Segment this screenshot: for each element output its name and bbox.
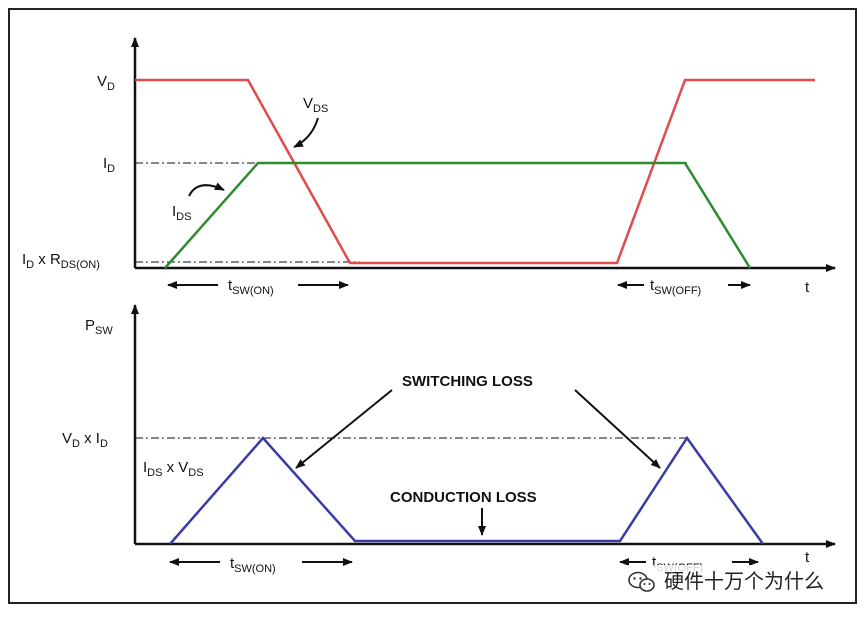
vds-waveform [135,78,815,265]
vd-id-label: VD x ID [62,430,108,450]
top-tswoff-label: tSW(OFF) [650,277,701,297]
watermark: 硬件十万个为什么 [618,565,846,597]
bottom-panel: PSW VD x ID IDS x VDS SWITCHING LOSS CON… [62,304,836,575]
watermark-text: 硬件十万个为什么 [664,570,824,593]
top-tswon-label: tSW(ON) [228,277,274,297]
watermark-backdrop [618,565,846,597]
outer-border [8,8,857,604]
vd-label: VD [97,73,115,93]
conduction-loss-label: CONDUCTION LOSS [390,489,537,506]
switching-loss-arrow-right [574,389,661,469]
psw-waveform [169,435,765,545]
vds-pointer-arrow [293,117,319,148]
switching-loss-label: SWITCHING LOSS [402,373,533,390]
id-label: ID [103,155,115,175]
psw-label: PSW [85,317,113,337]
top-panel: VD ID ID x RDS(ON) VDS IDS t tSW(ON) tSW… [22,37,836,297]
bottom-t-label: t [805,549,810,566]
bottom-tswon-label: tSW(ON) [230,555,276,575]
ids-label: IDS [172,203,191,223]
ids-vds-label: IDS x VDS [143,459,204,479]
ids-waveform [164,161,752,269]
top-t-label: t [805,279,810,296]
ids-pointer-arrow [188,182,225,197]
switching-loss-arrow-left [295,389,393,469]
id-rdson-label: ID x RDS(ON) [22,251,100,271]
vds-label: VDS [303,95,328,115]
wechat-icon [628,571,655,592]
